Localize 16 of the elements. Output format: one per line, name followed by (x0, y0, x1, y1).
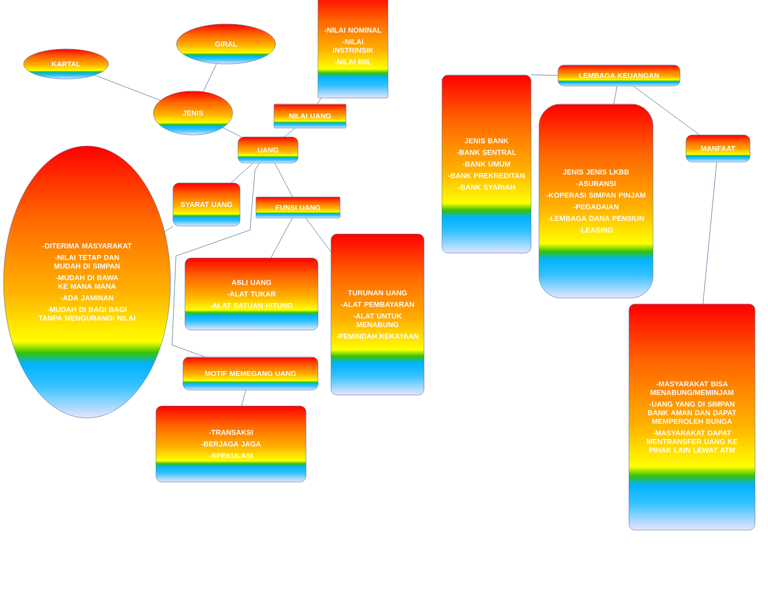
connector-line (274, 162, 293, 198)
connector-line (530, 74, 558, 76)
connector-line (94, 74, 161, 101)
connector-line (270, 218, 292, 258)
connector-line (172, 162, 260, 358)
connector-line (614, 86, 618, 104)
connector-line (164, 226, 174, 232)
connector-line (317, 98, 322, 104)
connector-line (222, 127, 242, 138)
connector-line (702, 162, 717, 304)
connector-line (203, 64, 217, 92)
connector-line (241, 390, 246, 406)
connector-line (633, 86, 700, 136)
connector-line (284, 128, 296, 138)
connector-line (306, 218, 332, 252)
connector-line (230, 162, 254, 184)
